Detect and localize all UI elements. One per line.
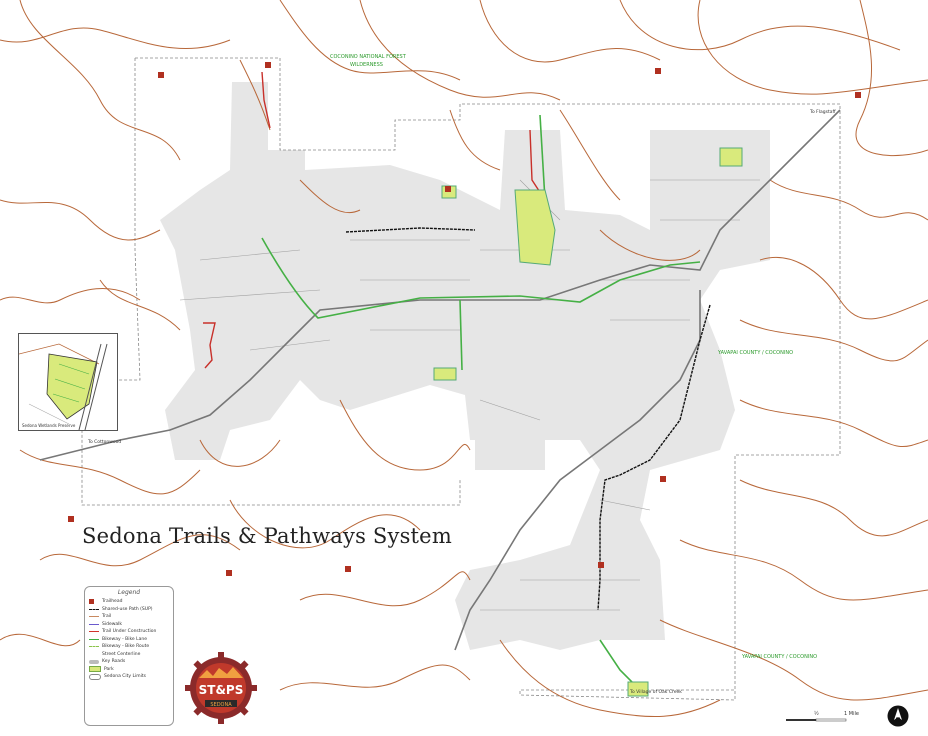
sup-swatch — [89, 608, 99, 610]
inset-map: Sedona Wetlands Preserve — [18, 333, 118, 431]
legend-item: Shared-use Path (SUP) — [89, 606, 169, 614]
map-title: Sedona Trails & Pathways System — [82, 524, 452, 548]
scale-end-label: 1 Mile — [844, 711, 859, 717]
trail-network — [0, 0, 928, 718]
svg-text:N: N — [895, 717, 900, 724]
logo-mountains — [199, 667, 243, 678]
to-flagstaff-label: To Flagstaff — [810, 110, 836, 115]
legend-item: Key Roads — [89, 658, 169, 666]
scale-bar: ½ 1 Mile — [786, 711, 876, 724]
logo-text: ST&PS — [199, 683, 244, 697]
county-label-east: YAVAPAI COUNTY / COCONINO — [718, 350, 794, 356]
to-cottonwood-label: To Cottonwood — [88, 440, 122, 445]
legend-item: Trailhead — [89, 598, 169, 606]
legend-heading: Legend — [117, 589, 141, 596]
construction-swatch — [89, 631, 99, 633]
scale-bar-graphic — [786, 718, 847, 722]
park-swatch — [89, 666, 101, 673]
legend: Legend Trailhead Shared-use Path (SUP) T… — [84, 586, 174, 726]
legend-item: Trail Under Construction — [89, 628, 169, 636]
legend-item: Trail — [89, 613, 169, 621]
parks — [433, 147, 743, 697]
legend-item: Sedona City Limits — [89, 673, 169, 681]
stps-logo: ST&PS SEDONA — [185, 652, 257, 724]
highway — [39, 109, 841, 651]
sidewalk-swatch — [89, 623, 99, 625]
county-label-south: YAVAPAI COUNTY / COCONINO — [742, 654, 818, 660]
bikeway — [261, 114, 701, 691]
shared-use-path — [345, 227, 711, 611]
legend-item: Bikeway - Bike Lane — [89, 636, 169, 644]
legend-item: Sidewalk — [89, 621, 169, 629]
legend-item: Street Centerline — [89, 651, 169, 659]
trailhead-icon — [89, 599, 94, 605]
forest-label: COCONINO NATIONAL FOREST — [330, 54, 406, 60]
to-village-label: To Village of Oak Creek — [630, 690, 682, 695]
bikelane-swatch — [89, 638, 99, 640]
wilderness-label: WILDERNESS — [350, 62, 383, 68]
inset-map-drawing — [18, 343, 108, 431]
city-limits-area — [160, 82, 770, 650]
trail-swatch — [89, 616, 99, 618]
limits-swatch — [89, 673, 101, 680]
logo-gear-teeth — [185, 652, 257, 724]
scale-mid-label: ½ — [814, 711, 819, 717]
street-header-swatch — [89, 652, 99, 656]
bikeroute-swatch — [89, 646, 99, 648]
inset-caption: Sedona Wetlands Preserve — [22, 423, 76, 428]
logo-subtext: SEDONA — [210, 702, 232, 708]
keyroads-swatch — [89, 659, 99, 664]
legend-item: Park — [89, 666, 169, 674]
legend-item: Bikeway - Bike Route — [89, 643, 169, 651]
trailheads — [68, 62, 861, 576]
north-arrow-icon: N — [887, 705, 909, 727]
